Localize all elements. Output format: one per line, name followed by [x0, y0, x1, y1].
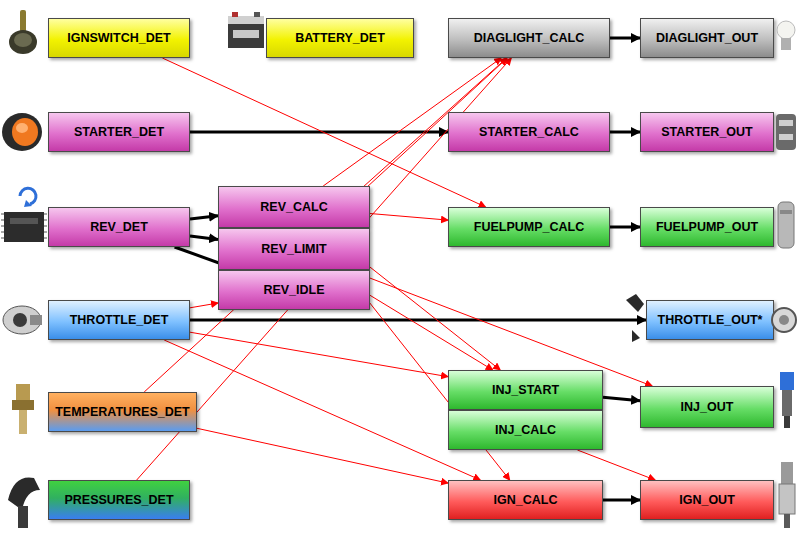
module-name: INJ_CALC [495, 423, 556, 437]
module-box: THROTTLE_OUT* [646, 300, 774, 340]
dependency-arrow [164, 340, 480, 480]
module-box: REV_LIMIT [218, 228, 370, 270]
module-name: THROTTLE_OUT* [658, 313, 763, 327]
module-name: STARTER_CALC [479, 125, 579, 139]
signal-arrow [603, 499, 640, 502]
dependency-arrow [349, 270, 652, 386]
module-box: REV_IDLE [218, 270, 370, 310]
dependency-arrow [577, 450, 655, 480]
module-box: REV_CALC [218, 186, 370, 228]
module-name: INJ_OUT [681, 400, 734, 414]
dependency-arrow [197, 428, 448, 483]
module-box: IGN_OUT [640, 480, 774, 520]
module-name: REV_DET [90, 220, 148, 234]
signal-arrow [190, 236, 218, 240]
ignition-switch-icon [9, 10, 37, 54]
battery-icon [228, 12, 264, 48]
module-name: DIAGLIGHT_CALC [474, 31, 584, 45]
throttle-body-icon [626, 294, 796, 342]
module-name: STARTER_OUT [661, 125, 752, 139]
module-name: BATTERY_DET [295, 31, 385, 45]
module-box: IGN_CALC [448, 480, 603, 520]
module-box: DIAGLIGHT_CALC [448, 18, 610, 58]
light-bulb-icon [777, 21, 795, 50]
module-box: THROTTLE_DET [48, 300, 190, 340]
starter-motor-icon [776, 114, 796, 150]
module-box: STARTER_DET [48, 112, 190, 152]
module-box: TEMPERATURES_DET [48, 392, 197, 432]
module-box: STARTER_CALC [448, 112, 610, 152]
module-box: STARTER_OUT [640, 112, 774, 152]
module-box: INJ_CALC [448, 410, 603, 450]
chip-icon [1, 188, 47, 242]
signal-arrow [603, 397, 640, 400]
signal-arrow [610, 37, 640, 40]
module-name: TEMPERATURES_DET [55, 405, 190, 419]
module-name: REV_IDLE [263, 283, 324, 297]
module-name: PRESSURES_DET [64, 493, 173, 507]
push-button-icon [2, 113, 42, 151]
module-box: INJ_START [448, 370, 603, 410]
dependency-arrow [190, 303, 218, 308]
module-box: IGNSWITCH_DET [48, 18, 190, 58]
module-box: REV_DET [48, 207, 190, 247]
fuel-pump-icon [778, 202, 794, 248]
ignition-coil-icon [779, 462, 795, 528]
module-box: PRESSURES_DET [48, 480, 190, 520]
dependency-arrow [370, 214, 448, 221]
injector-icon [780, 372, 794, 428]
signal-arrow [610, 226, 640, 229]
signal-arrow [190, 216, 218, 219]
module-name: STARTER_DET [74, 125, 164, 139]
temperature-sensor-icon [12, 384, 34, 434]
module-name: IGNSWITCH_DET [67, 31, 170, 45]
signal-arrow [610, 131, 640, 134]
dependency-arrow [190, 332, 448, 377]
module-box: FUELPUMP_CALC [448, 207, 610, 247]
module-name: THROTTLE_DET [70, 313, 169, 327]
module-name: REV_LIMIT [261, 242, 326, 256]
throttle-sensor-icon [3, 306, 42, 334]
pressure-sensor-icon [8, 477, 40, 528]
module-name: DIAGLIGHT_OUT [656, 31, 758, 45]
module-box: INJ_OUT [640, 386, 774, 428]
signal-arrow [190, 131, 448, 134]
module-name: IGN_CALC [494, 493, 558, 507]
module-name: FUELPUMP_OUT [656, 220, 758, 234]
module-box: FUELPUMP_OUT [640, 207, 774, 247]
module-name: IGN_OUT [679, 493, 735, 507]
module-box: DIAGLIGHT_OUT [640, 18, 774, 58]
module-name: INJ_START [492, 383, 559, 397]
module-name: REV_CALC [260, 200, 327, 214]
module-name: FUELPUMP_CALC [474, 220, 584, 234]
signal-arrow [190, 319, 646, 322]
module-box: BATTERY_DET [266, 18, 414, 58]
dependency-arrow [162, 58, 485, 207]
